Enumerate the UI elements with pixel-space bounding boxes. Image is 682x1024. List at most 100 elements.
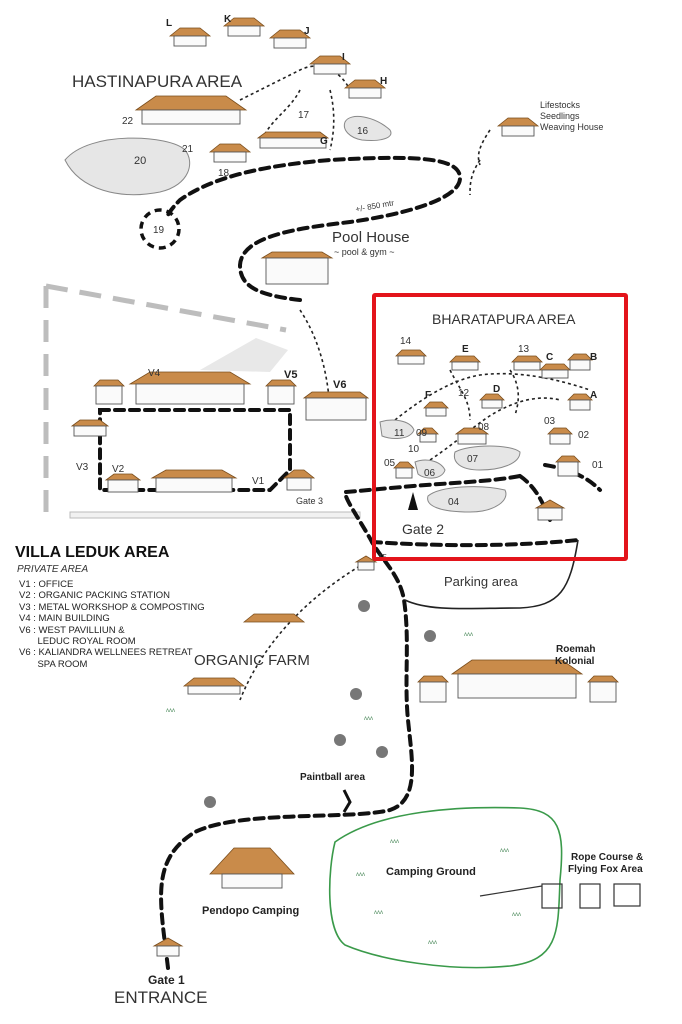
house-icon — [423, 401, 449, 417]
label-09: 09 — [416, 428, 428, 439]
gate2-label: Gate 2 — [402, 521, 444, 537]
legend-item: LEDUC ROYAL ROOM — [19, 636, 136, 648]
lifestocks-label: Lifestocks — [540, 100, 581, 110]
house-icon — [150, 469, 238, 493]
pools — [64, 115, 521, 513]
legend-item: V3 : METAL WORKSHOP & COMPOSTING — [19, 601, 205, 613]
label-I: I — [342, 52, 345, 63]
label-V3: V3 — [76, 462, 89, 473]
svg-text:ʌʌʌ: ʌʌʌ — [464, 632, 473, 638]
camping-ground-label: Camping Ground — [386, 866, 476, 878]
house-icon — [354, 555, 378, 571]
parking-label: Parking area — [444, 574, 518, 589]
house-icon — [209, 847, 295, 889]
house-icon — [242, 613, 306, 623]
house-icon — [128, 371, 252, 405]
house-icon — [70, 419, 110, 437]
house-icon — [152, 937, 184, 957]
svg-text:ʌʌʌ: ʌʌʌ — [356, 872, 365, 878]
label-V4: V4 — [148, 368, 161, 379]
bharatapura-title: BHARATAPURA AREA — [432, 311, 576, 327]
label-03: 03 — [544, 416, 556, 427]
house-icon — [168, 27, 212, 47]
legend-item: V6 : KALIANDRA WELLNEES RETREAT — [19, 647, 193, 659]
villa-lawn — [200, 338, 288, 372]
house-icon — [587, 675, 619, 703]
house-icon — [208, 143, 252, 163]
svg-text:ʌʌʌ: ʌʌʌ — [364, 716, 373, 722]
house-icon — [555, 455, 581, 477]
label-E: E — [462, 344, 469, 355]
label-G: G — [320, 136, 328, 147]
house-icon — [567, 353, 593, 371]
label-05: 05 — [384, 458, 396, 469]
house-icon — [450, 659, 584, 699]
gate1-label: Gate 1 — [148, 973, 185, 987]
house-icon — [308, 55, 352, 75]
label-22: 22 — [122, 116, 134, 127]
roemah-label-1: Roemah — [556, 644, 595, 655]
tree-icon — [204, 600, 436, 808]
villa-boundary — [43, 283, 287, 515]
rope-course — [479, 883, 641, 909]
label-06: 06 — [424, 468, 436, 479]
label-13: 13 — [518, 344, 530, 355]
house-icon — [260, 251, 334, 285]
house-icon — [449, 355, 481, 371]
label-V6: V6 — [333, 379, 346, 391]
pool-house-title: Pool House — [332, 229, 410, 246]
house-icon — [265, 379, 297, 405]
site-19-loop — [139, 208, 181, 250]
distance-label: +/- 850 mtr — [355, 198, 395, 214]
house-icon — [104, 473, 142, 493]
svg-text:ʌʌʌ: ʌʌʌ — [390, 839, 399, 845]
label-V5: V5 — [284, 369, 297, 381]
label-10: 10 — [408, 444, 420, 455]
house-icon — [496, 117, 540, 137]
legend-item: V4 : MAIN BUILDING — [19, 613, 110, 625]
legend-item: SPA ROOM — [19, 658, 88, 670]
gate-icon — [408, 492, 418, 510]
hastinapura-title: HASTINAPURA AREA — [72, 72, 243, 91]
house-icon — [302, 391, 370, 421]
pool-house-sub: ~ pool & gym ~ — [334, 247, 395, 257]
house-icon — [395, 349, 427, 365]
bharatapura-highlight — [372, 293, 628, 561]
roemah-label-2: Kolonial — [555, 656, 595, 667]
house-icon — [547, 427, 573, 445]
house-icon — [343, 79, 387, 99]
svg-text:ʌʌʌ: ʌʌʌ — [374, 910, 383, 916]
house-icon — [511, 355, 543, 371]
label-K: K — [224, 14, 232, 25]
label-07: 07 — [467, 454, 479, 465]
label-11: 11 — [394, 428, 405, 439]
svg-text:ʌʌʌ: ʌʌʌ — [500, 848, 509, 854]
house-icon — [539, 363, 571, 379]
house-icon — [417, 675, 449, 703]
label-H: H — [380, 76, 387, 87]
pendopo-label: Pendopo Camping — [202, 905, 299, 917]
label-14: 14 — [400, 336, 412, 347]
label-F: F — [425, 390, 431, 401]
legend-item: V2 : ORGANIC PACKING STATION — [19, 590, 170, 602]
house-icon — [393, 461, 415, 479]
svg-text:ʌʌʌ: ʌʌʌ — [166, 708, 175, 714]
label-B: B — [590, 352, 597, 363]
label-V2: V2 — [112, 464, 125, 475]
label-19: 19 — [153, 225, 165, 236]
camping-ground-boundary — [328, 806, 563, 969]
house-icon — [454, 427, 490, 445]
house-icon — [222, 17, 266, 37]
weaving-label: Weaving House — [540, 122, 603, 132]
house-icon — [182, 677, 246, 695]
label-A: A — [590, 390, 597, 401]
label-17: 17 — [298, 110, 310, 121]
villa-leduk-title: VILLA LEDUK AREA — [15, 544, 170, 561]
parking-road — [404, 539, 579, 610]
label-L: L — [166, 18, 172, 29]
rope-label-1: Rope Course & — [571, 852, 643, 863]
paintball-label: Paintball area — [300, 772, 365, 783]
rope-label-2: Flying Fox Area — [568, 864, 643, 875]
